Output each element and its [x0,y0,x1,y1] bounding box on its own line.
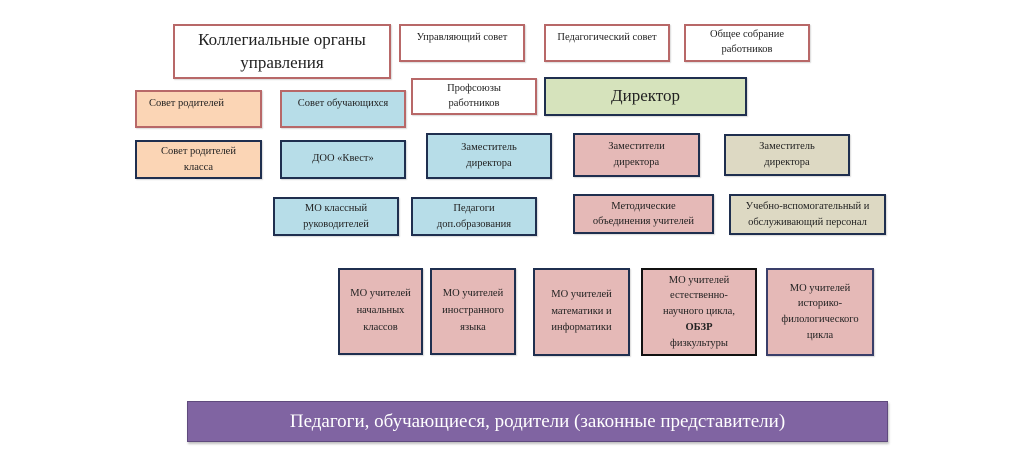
mo-math-informatics-box: МО учителей математики и информатики [533,268,630,356]
students-council-box: Совет обучающихся [280,90,406,128]
deputy-directors-pink-box: Заместители директора [573,133,700,177]
support-staff-box: Учебно-вспомогательный и обслуживающий п… [729,194,886,235]
collegial-bodies-title: Коллегиальные органы управления [173,24,391,79]
stakeholders-bar: Педагоги, обучающиеся, родители (законны… [187,401,888,442]
parents-council-box: Совет родителей [135,90,262,128]
governing-council-box: Управляющий совет [399,24,525,62]
mo-science-box: МО учителей естественно- научного цикла,… [641,268,757,356]
director-box: Директор [544,77,747,116]
mo-foreign-language-box: МО учителей иностранного языка [430,268,516,355]
trade-union-box: Профсоюзы работников [411,78,537,115]
deputy-director-beige-box: Заместитель директора [724,134,850,176]
class-parents-council-box: Совет родителей класса [135,140,262,179]
mo-science-text-bottom: физкультуры [670,337,728,349]
mo-class-teachers-box: МО классный руководителей [273,197,399,236]
mo-humanities-box: МО учителей историко- филологического ци… [766,268,874,356]
doo-kvest-box: ДОО «Квест» [280,140,406,179]
methodical-associations-box: Методические объединения учителей [573,194,714,234]
additional-education-teachers-box: Педагоги доп.образования [411,197,537,236]
pedagogical-council-box: Педагогический совет [544,24,670,62]
mo-science-text-bold: ОБЗР [685,321,713,333]
general-meeting-box: Общее собрание работников [684,24,810,62]
mo-science-text-top: МО учителей естественно- научного цикла, [663,274,735,318]
mo-primary-teachers-box: МО учителей начальных классов [338,268,423,355]
deputy-director-blue-box: Заместитель директора [426,133,552,179]
